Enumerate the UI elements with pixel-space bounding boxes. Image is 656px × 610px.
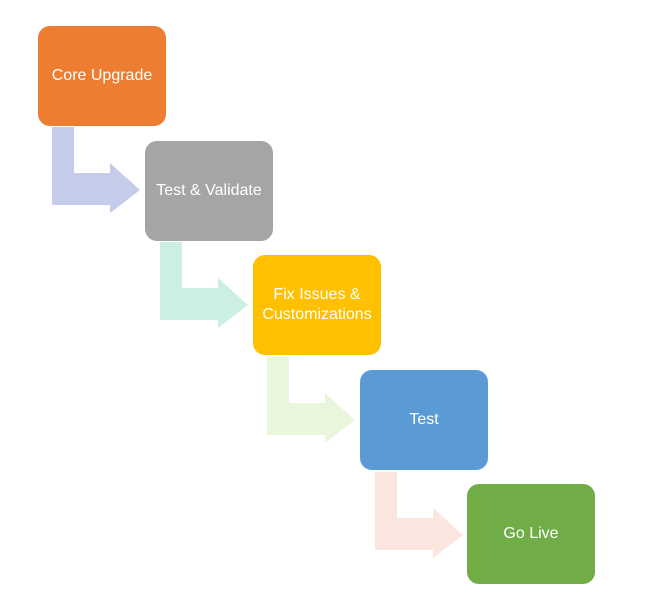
connector-arrow-shape bbox=[267, 357, 355, 443]
connector-arrow-3 bbox=[267, 357, 355, 443]
step-core-upgrade: Core Upgrade bbox=[38, 26, 166, 126]
step-fix-issues-customizations: Fix Issues & Customizations bbox=[253, 255, 381, 355]
step-go-live: Go Live bbox=[467, 484, 595, 584]
step-test-validate: Test & Validate bbox=[145, 141, 273, 241]
connector-arrow-4 bbox=[375, 472, 463, 558]
step-test: Test bbox=[360, 370, 488, 470]
connector-arrow-2 bbox=[160, 242, 248, 328]
connector-arrow-1 bbox=[52, 127, 140, 213]
connector-arrow-shape bbox=[160, 242, 248, 328]
connector-arrow-shape bbox=[52, 127, 140, 213]
connector-arrow-shape bbox=[375, 472, 463, 558]
